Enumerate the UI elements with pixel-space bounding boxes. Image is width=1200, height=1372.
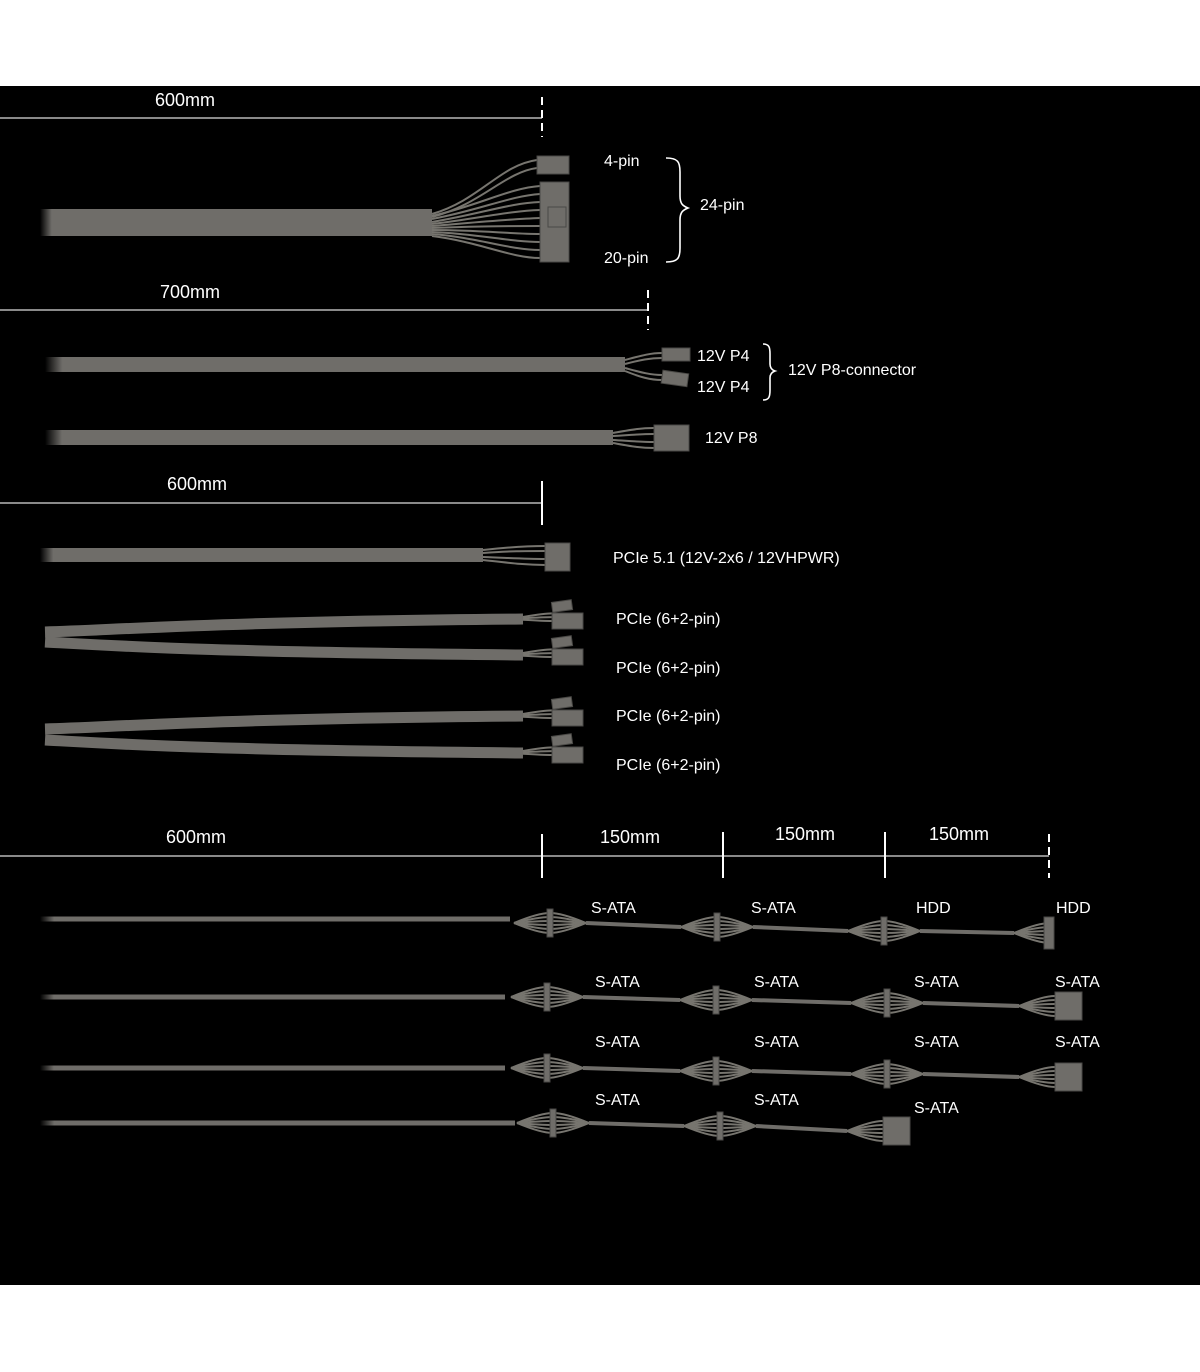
sata-connector-label: HDD	[916, 900, 951, 917]
eps-p8-cable	[45, 430, 613, 445]
sata-connector-label: S-ATA	[914, 1100, 959, 1117]
sata-inline-connector	[679, 1056, 753, 1086]
sata-inline-connector	[850, 1059, 924, 1089]
connector-latch	[547, 206, 567, 228]
atx-cable-sleeve	[40, 209, 432, 236]
label-pcie-2: PCIe (6+2-pin)	[616, 660, 721, 677]
length-label: 600mm	[166, 827, 226, 847]
sata-inline-connector	[510, 1053, 584, 1083]
sata-end-connector	[1018, 991, 1083, 1021]
sata-connector-label: S-ATA	[1055, 1034, 1100, 1051]
sata-segment-cable	[751, 1069, 852, 1076]
sata-inline-connector	[850, 988, 924, 1018]
sata-inline-connector	[683, 1111, 757, 1141]
sata-cable-row: S-ATA S-ATA S-ATA S-ATA	[40, 974, 1100, 1021]
pcie-6plus2-connector	[522, 599, 584, 630]
sata-segment-cable	[585, 921, 682, 929]
sata-connector-label: S-ATA	[914, 974, 959, 991]
sata-connector-label: S-ATA	[1055, 974, 1100, 991]
brace-p8-connector	[762, 343, 778, 401]
sata-segment-cable	[919, 929, 1015, 935]
sata-connector-label: S-ATA	[595, 1034, 640, 1051]
sata-connector-label: S-ATA	[914, 1034, 959, 1051]
eps-p4-cable	[45, 357, 625, 372]
sata-segment-cable	[922, 1072, 1020, 1079]
sata-cable-row: S-ATA S-ATA S-ATA S-ATA	[40, 1034, 1100, 1092]
hdd-molex-connector	[1013, 916, 1055, 950]
sata-connector-label: S-ATA	[754, 974, 799, 991]
label-4pin: 4-pin	[604, 153, 640, 170]
pcie51-connector	[544, 542, 571, 572]
pcie-6plus2-connector	[522, 733, 584, 764]
sata-connector-label: S-ATA	[751, 900, 796, 917]
sata-main-cable	[40, 1120, 515, 1126]
length-label: 700mm	[160, 282, 220, 302]
sata-connector-label: S-ATA	[595, 974, 640, 991]
sata-cable-row: S-ATA S-ATA HDD HDD	[40, 900, 1091, 950]
sata-inline-connector	[847, 916, 921, 946]
label-20pin: 20-pin	[604, 250, 648, 267]
sata-main-cable	[40, 994, 505, 1000]
sata-connector-label: S-ATA	[595, 1092, 640, 1109]
sata-segment-cable	[588, 1121, 685, 1128]
sata-inline-connector	[513, 908, 587, 938]
p4-connector-a	[661, 347, 691, 362]
pcie-cable-4	[44, 734, 524, 759]
label-pcie-4: PCIe (6+2-pin)	[616, 757, 721, 774]
label-pcie51: PCIe 5.1 (12V-2x6 / 12VHPWR)	[613, 550, 840, 567]
sata-inline-connector	[679, 985, 753, 1015]
sata-connector-label: S-ATA	[754, 1092, 799, 1109]
sata-inline-connector	[510, 982, 584, 1012]
sata-connector-label: S-ATA	[754, 1034, 799, 1051]
sata-inline-connector	[680, 912, 754, 942]
pcie-group: 600mm PCIe 5.1 (12V-2x6 / 12VHPWR) PCIe …	[0, 474, 840, 774]
sata-segment-cable	[582, 995, 681, 1002]
sata-cable-row: S-ATA S-ATA S-ATA	[40, 1092, 959, 1146]
atx-24pin-group: 600mm 4-pin 20-pin 24-pin	[0, 90, 744, 267]
pcie-6plus2-connector	[522, 635, 584, 666]
length-label: 600mm	[155, 90, 215, 110]
segment-label-1: 150mm	[600, 827, 660, 847]
sata-main-cable	[40, 916, 510, 922]
eps-group: 700mm 12V P4 12V P4 12V P8-connector 12V…	[0, 282, 917, 452]
p4-connector-b	[660, 369, 690, 388]
sata-segment-cable	[922, 1001, 1020, 1008]
p8-connector	[653, 424, 690, 452]
sata-end-connector	[846, 1116, 911, 1146]
4pin-connector	[536, 155, 570, 175]
brace-24pin	[665, 157, 691, 263]
label-pcie-3: PCIe (6+2-pin)	[616, 708, 721, 725]
sata-connector-label: HDD	[1056, 900, 1091, 917]
pcie-cable-3	[44, 710, 524, 735]
sata-group: 600mm 150mm 150mm 150mm S-ATA S-ATA HDD HDD…	[0, 824, 1100, 1146]
pcie-6plus2-connector	[522, 696, 584, 727]
sata-segment-cable	[751, 998, 852, 1005]
sata-inline-connector	[516, 1108, 590, 1138]
sata-connector-label: S-ATA	[591, 900, 636, 917]
segment-label-3: 150mm	[929, 824, 989, 844]
label-p8-connector: 12V P8-connector	[788, 362, 917, 379]
segment-label-2: 150mm	[775, 824, 835, 844]
atx-wires	[431, 159, 541, 259]
pcie-cable-1	[44, 613, 524, 638]
sata-segment-cable	[752, 925, 849, 933]
pcie51-cable	[40, 548, 483, 562]
label-p4-a: 12V P4	[697, 348, 750, 365]
label-p4-b: 12V P4	[697, 379, 750, 396]
length-label: 600mm	[167, 474, 227, 494]
sata-end-connector	[1018, 1062, 1083, 1092]
label-pcie-1: PCIe (6+2-pin)	[616, 611, 721, 628]
pcie-cable-2	[44, 636, 524, 661]
sata-segment-cable	[755, 1124, 848, 1133]
sata-main-cable	[40, 1065, 505, 1071]
sata-segment-cable	[582, 1066, 681, 1073]
label-24pin: 24-pin	[700, 197, 744, 214]
diagram-background	[0, 86, 1200, 1285]
label-p8: 12V P8	[705, 430, 758, 447]
